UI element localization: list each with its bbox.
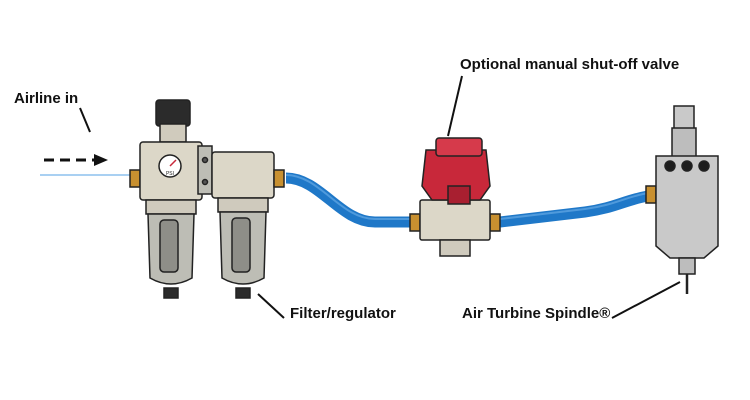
spindle-port-2 — [681, 160, 693, 172]
shutoff-valve-label: Optional manual shut-off valve — [460, 56, 680, 73]
valve-lever — [421, 149, 491, 201]
filter-body — [211, 151, 275, 199]
filter-regulator-label: Filter/regulator — [290, 305, 396, 322]
spindle-inlet-fitting — [645, 185, 657, 204]
hose-valve-to-spindle — [499, 190, 650, 228]
unit-clamp — [197, 145, 213, 195]
filter-drain — [235, 287, 251, 299]
valve-outlet-fitting — [489, 213, 501, 232]
manual-shutoff-valve — [409, 137, 501, 257]
leader-filter — [257, 293, 285, 319]
airflow-arrow — [44, 154, 108, 166]
spindle-body — [655, 155, 719, 259]
spindle-collet — [678, 257, 696, 275]
spindle-port-3 — [698, 160, 710, 172]
leader-lines — [79, 75, 681, 319]
outlet-brass-fitting — [273, 169, 285, 188]
leader-valve — [447, 75, 463, 137]
inlet-brass-fitting — [129, 169, 141, 188]
air-turbine-spindle — [645, 105, 719, 294]
air-turbine-spindle-label: Air Turbine Spindle® — [462, 305, 611, 322]
leader-airline — [79, 107, 91, 133]
filter-regulator-unit: PSI — [129, 99, 285, 299]
leader-spindle — [611, 281, 681, 319]
spindle-port-1 — [664, 160, 676, 172]
valve-inlet-fitting — [409, 213, 421, 232]
air-hoses — [30, 172, 650, 228]
regulator-knob — [155, 99, 191, 127]
hose-regulator-to-valve — [285, 172, 412, 228]
valve-body — [419, 199, 491, 241]
airline-in-label: Airline in — [14, 90, 79, 107]
regulator-drain — [163, 287, 179, 299]
gauge-label: PSI — [166, 171, 174, 177]
